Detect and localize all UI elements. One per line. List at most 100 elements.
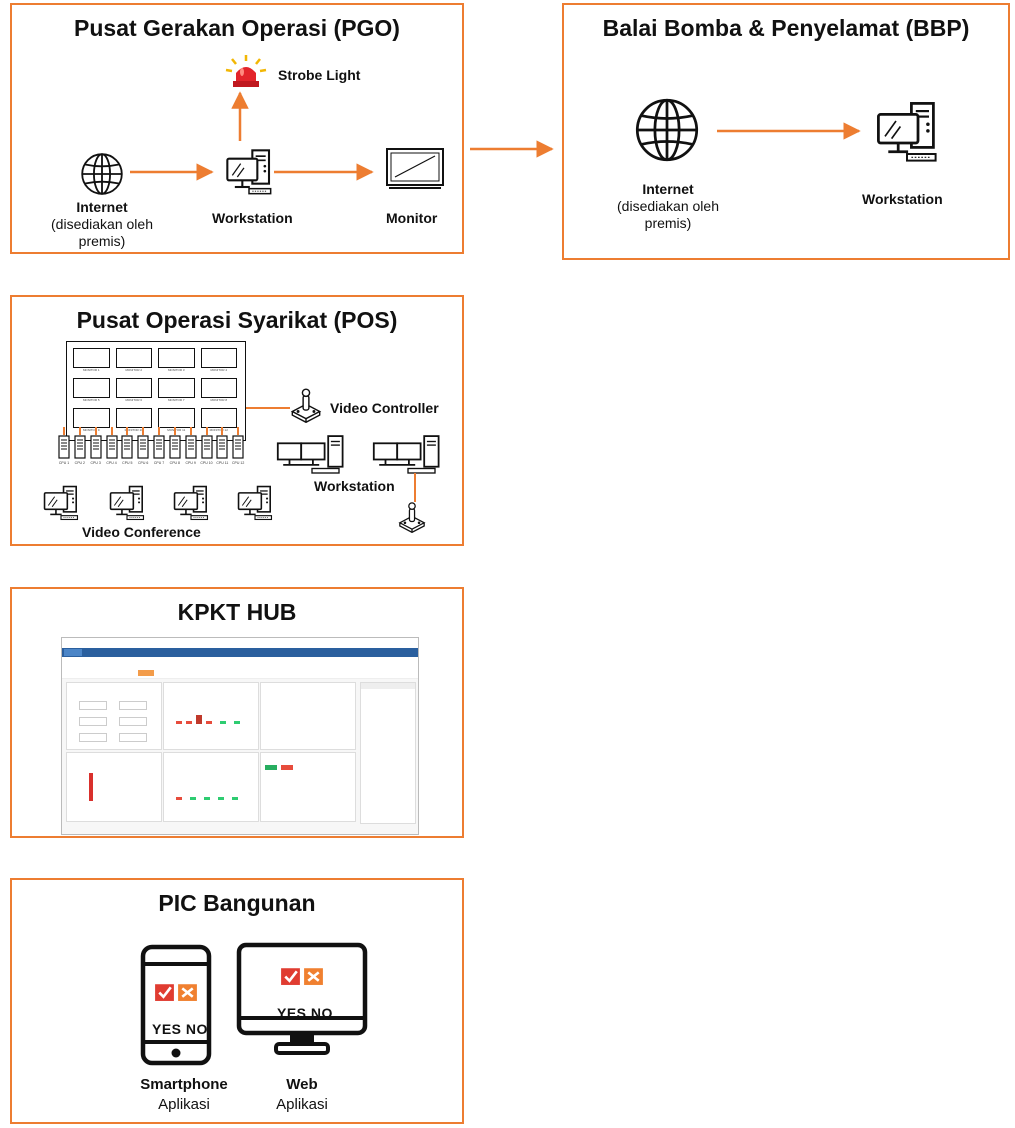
video-wall-monitor-label: MONITOR 2	[125, 368, 143, 372]
widget-5	[163, 752, 259, 822]
kpkt-title: KPKT HUB	[177, 599, 297, 625]
cpu-connector	[237, 427, 240, 435]
dashboard-nav-tab[interactable]	[64, 649, 82, 656]
video-wall-monitor	[200, 378, 237, 398]
video-wall-monitor	[158, 348, 195, 368]
cpu-label: CPU 6	[138, 461, 149, 465]
pic-panel: PIC Bangunan YES NO Smartphone Aplikasi …	[10, 878, 464, 1124]
video-wall-monitor-label: MONITOR 3	[167, 368, 185, 372]
cpu-connector	[94, 427, 97, 435]
web-yes-text: YES	[277, 1005, 307, 1021]
bbp-panel: Balai Bomba & Penyelamat (BBP) Internet …	[562, 3, 1010, 260]
video-wall-monitor	[73, 378, 110, 398]
cpu-connector	[78, 427, 81, 435]
pgo-panel: Pusat Gerakan Operasi (PGO) Strobe Light…	[10, 3, 464, 254]
web-label: Web Aplikasi	[242, 1075, 362, 1115]
cpu-connector	[173, 427, 176, 435]
web-title: Web	[286, 1076, 318, 1093]
widget-1	[66, 682, 162, 750]
dashboard-sidebar	[360, 682, 416, 824]
dashboard-orange-button[interactable]	[138, 670, 154, 676]
bbp-arrow	[717, 122, 861, 140]
cpu-label: CPU 12	[232, 461, 245, 465]
cpu-connector	[63, 427, 65, 435]
video-wall-monitor	[73, 408, 110, 428]
video-wall-monitor-label: MONITOR 12	[209, 428, 228, 432]
smartphone-label: Smartphone Aplikasi	[124, 1075, 244, 1115]
video-wall-monitor-label: MONITOR 10	[124, 428, 143, 432]
pgo-internet-label: Internet (disediakan oleh premis)	[32, 199, 172, 250]
cpu-label: CPU 2	[74, 461, 85, 465]
video-wall-monitor-label: MONITOR 7	[167, 398, 185, 402]
pgo-title: Pusat Gerakan Operasi (PGO)	[74, 15, 400, 41]
pgo-internet-title: Internet	[76, 199, 128, 215]
phone-no-text: NO	[185, 1021, 208, 1037]
bbp-internet-label: Internet (disediakan oleh premis)	[598, 181, 738, 232]
cpu-connector	[205, 427, 208, 435]
video-wall-monitor-label: MONITOR 4	[210, 368, 228, 372]
monitor-icon	[386, 148, 444, 189]
smartphone-icon	[140, 944, 212, 1066]
strobe-light-label: Strobe Light	[278, 67, 361, 83]
web-no-text: NO	[310, 1005, 333, 1021]
web-monitor-icon	[236, 942, 368, 1055]
cpu-connector	[142, 427, 145, 435]
widget-2	[163, 682, 259, 750]
video-wall-monitor-label: MONITOR 1	[82, 368, 100, 372]
video-conference-label: Video Conference	[82, 524, 201, 540]
cpu-label: CPU 7	[153, 461, 165, 465]
pos-title: Pusat Operasi Syarikat (POS)	[76, 307, 398, 333]
cpu-connector	[221, 427, 224, 435]
video-wall-monitor-label: MONITOR 9	[82, 428, 100, 432]
phone-yes-text: YES	[152, 1021, 182, 1037]
yes-no-phone-text: YES NO	[152, 1021, 208, 1037]
pos-connectors	[246, 407, 416, 502]
video-wall-monitor	[115, 348, 152, 368]
video-wall-monitor	[115, 408, 152, 428]
cpu-connector	[158, 427, 160, 435]
pgo-to-bbp-arrow	[470, 140, 554, 158]
bbp-title: Balai Bomba & Penyelamat (BBP)	[602, 15, 970, 41]
video-wall-monitor	[200, 348, 237, 368]
cpu-row: CPU 1 CPU 2 CPU 3 CPU 4 CPU 5 CPU 6 CPU 7 CPU 8…	[56, 427, 246, 471]
pos-workstation-label: Workstation	[314, 478, 395, 494]
cpu-label: CPU 3	[90, 461, 101, 465]
bbp-internet-title: Internet	[642, 181, 694, 197]
cpu-label: CPU 11	[216, 461, 229, 465]
widget-4	[66, 752, 162, 822]
pgo-monitor-label: Monitor	[386, 210, 438, 226]
yes-no-web-text: YES NO	[277, 1005, 333, 1021]
video-wall-monitor-label: MONITOR 11	[167, 428, 186, 432]
pgo-workstation-label: Workstation	[212, 210, 293, 226]
cpu-label: CPU 4	[106, 461, 117, 465]
pgo-arrows	[130, 91, 374, 181]
strobe-light-icon	[225, 55, 267, 87]
kpkt-panel: KPKT HUB	[10, 587, 464, 838]
cpu-connector	[126, 427, 129, 435]
cpu-connector	[110, 427, 113, 435]
widget-3	[260, 682, 356, 750]
video-wall-monitor	[158, 408, 195, 428]
smartphone-sub: Aplikasi	[158, 1096, 210, 1113]
video-wall-monitor	[115, 378, 152, 398]
pgo-internet-note: (disediakan oleh premis)	[51, 216, 153, 249]
video-wall-monitor	[73, 348, 110, 368]
video-controller-label: Video Controller	[330, 400, 439, 416]
video-wall-monitor	[158, 378, 195, 398]
video-wall: MONITOR 1 MONITOR 2 MONITOR 3 MONITOR 4 MONI…	[66, 341, 246, 441]
pic-title: PIC Bangunan	[158, 890, 316, 916]
web-sub: Aplikasi	[276, 1096, 328, 1113]
dashboard-tabbar	[62, 669, 418, 679]
cpu-label: CPU 1	[58, 461, 70, 465]
cpu-label: CPU 10	[200, 461, 213, 465]
cpu-label: CPU 5	[122, 461, 133, 465]
smartphone-title: Smartphone	[140, 1076, 228, 1093]
bbp-internet-note: (disediakan oleh premis)	[617, 198, 719, 231]
cpu-label: CPU 8	[169, 461, 180, 465]
video-wall-monitor	[200, 408, 237, 428]
widget-6	[260, 752, 356, 822]
bbp-workstation-label: Workstation	[862, 191, 943, 207]
video-wall-monitor-label: MONITOR 8	[210, 398, 228, 402]
video-wall-monitor-label: MONITOR 6	[125, 398, 143, 402]
